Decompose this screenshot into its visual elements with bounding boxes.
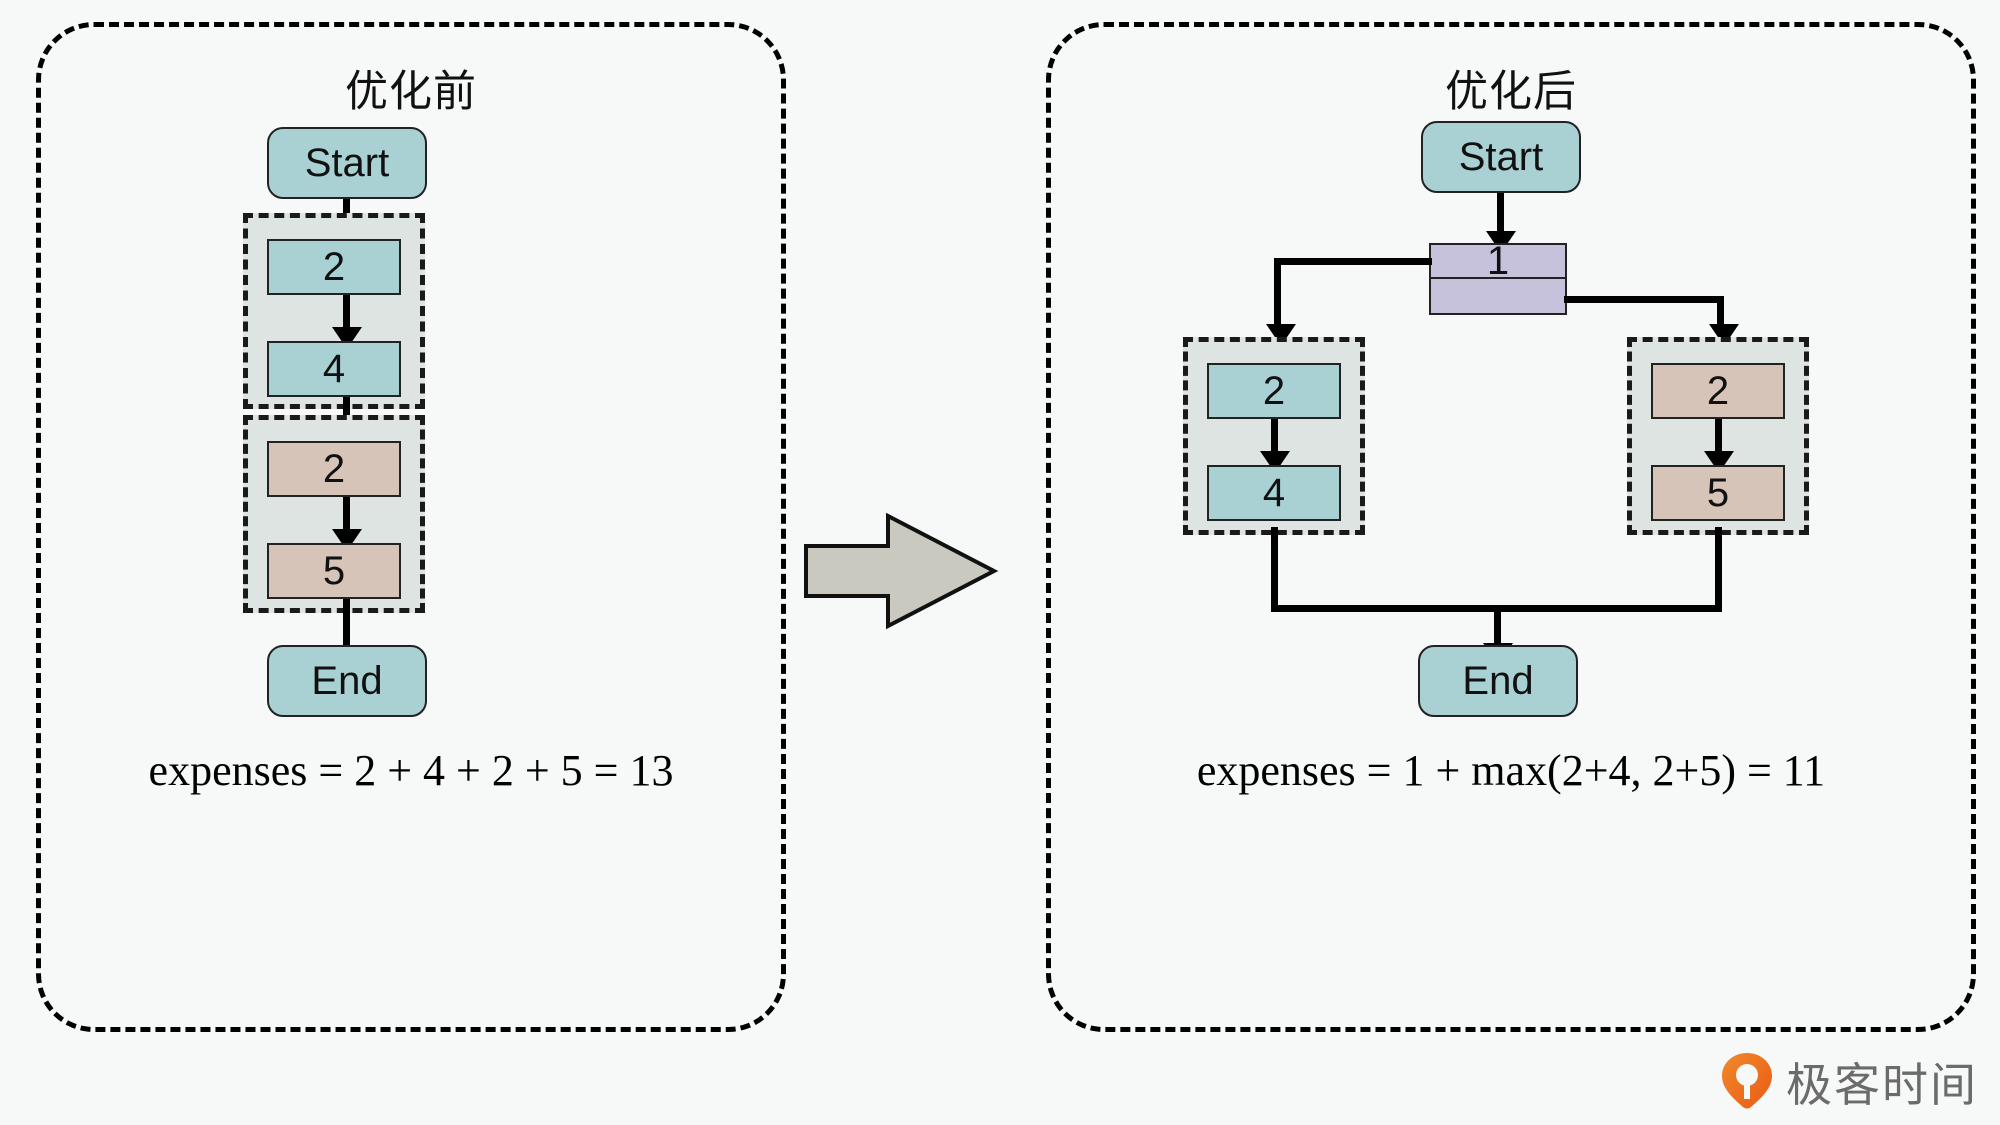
- edge-split-right-horizontal: [1564, 296, 1724, 303]
- node-before-end-label: End: [311, 658, 383, 703]
- panel-before-optimization: 优化前 Start 2 4 2 5: [36, 22, 786, 1032]
- panel-after-title: 优化后: [1445, 68, 1577, 116]
- panel-before-title: 优化前: [345, 68, 477, 116]
- edge-b2-to-end: [343, 599, 350, 665]
- edge-merge-to-end: [1494, 605, 1501, 655]
- transition-arrow: [800, 512, 1000, 630]
- edge-a1-to-a2: [343, 295, 350, 339]
- node-after-right2: 5: [1651, 465, 1785, 521]
- node-before-a2: 4: [267, 341, 401, 397]
- node-after-left2: 4: [1207, 465, 1341, 521]
- edge-after-right1-to-right2: [1715, 419, 1722, 463]
- node-after-start-label: Start: [1458, 134, 1544, 179]
- edge-split-right-vertical: [1717, 296, 1724, 336]
- node-after-split-label: 1: [1486, 238, 1510, 283]
- node-before-b2: 5: [267, 543, 401, 599]
- formula-before: expenses = 2 + 4 + 2 + 5 = 13: [148, 746, 674, 795]
- node-after-left1-label: 2: [1262, 368, 1286, 413]
- edge-split-left-vertical: [1274, 258, 1281, 336]
- edge-split-left-horizontal: [1274, 258, 1432, 265]
- node-before-start-label: Start: [304, 140, 390, 185]
- node-after-right1-label: 2: [1706, 368, 1730, 413]
- geektime-logo-icon: [1720, 1051, 1774, 1114]
- node-after-split-upper: 1: [1429, 239, 1567, 283]
- panel-after-optimization: 优化后 Start 1 2: [1046, 22, 1976, 1032]
- node-after-left1: 2: [1207, 363, 1341, 419]
- watermark-text: 极客时间: [1786, 1059, 1978, 1111]
- edge-merge-right-vertical: [1715, 527, 1722, 611]
- edge-b1-to-b2: [343, 497, 350, 541]
- formula-after: expenses = 1 + max(2+4, 2+5) = 11: [1196, 746, 1826, 795]
- node-after-end-label: End: [1462, 658, 1534, 703]
- node-after-start: Start: [1421, 121, 1581, 193]
- node-before-b1: 2: [267, 441, 401, 497]
- edge-after-left1-to-left2: [1271, 419, 1278, 463]
- node-before-a1-label: 2: [322, 244, 346, 289]
- node-after-right1: 2: [1651, 363, 1785, 419]
- node-after-split-lower: [1429, 279, 1567, 315]
- node-before-b2-label: 5: [322, 548, 346, 593]
- edge-merge-left-vertical: [1271, 527, 1278, 611]
- node-before-start: Start: [267, 127, 427, 199]
- node-before-b1-label: 2: [322, 446, 346, 491]
- node-after-left2-label: 4: [1262, 470, 1286, 515]
- node-before-a2-label: 4: [322, 346, 346, 391]
- node-after-split: 1: [1429, 239, 1567, 315]
- edge-after-start-to-split: [1497, 193, 1504, 245]
- node-after-end: End: [1418, 645, 1578, 717]
- node-after-right2-label: 5: [1706, 470, 1730, 515]
- node-before-a1: 2: [267, 239, 401, 295]
- node-before-end: End: [267, 645, 427, 717]
- watermark: 极客时间: [1720, 1049, 1978, 1115]
